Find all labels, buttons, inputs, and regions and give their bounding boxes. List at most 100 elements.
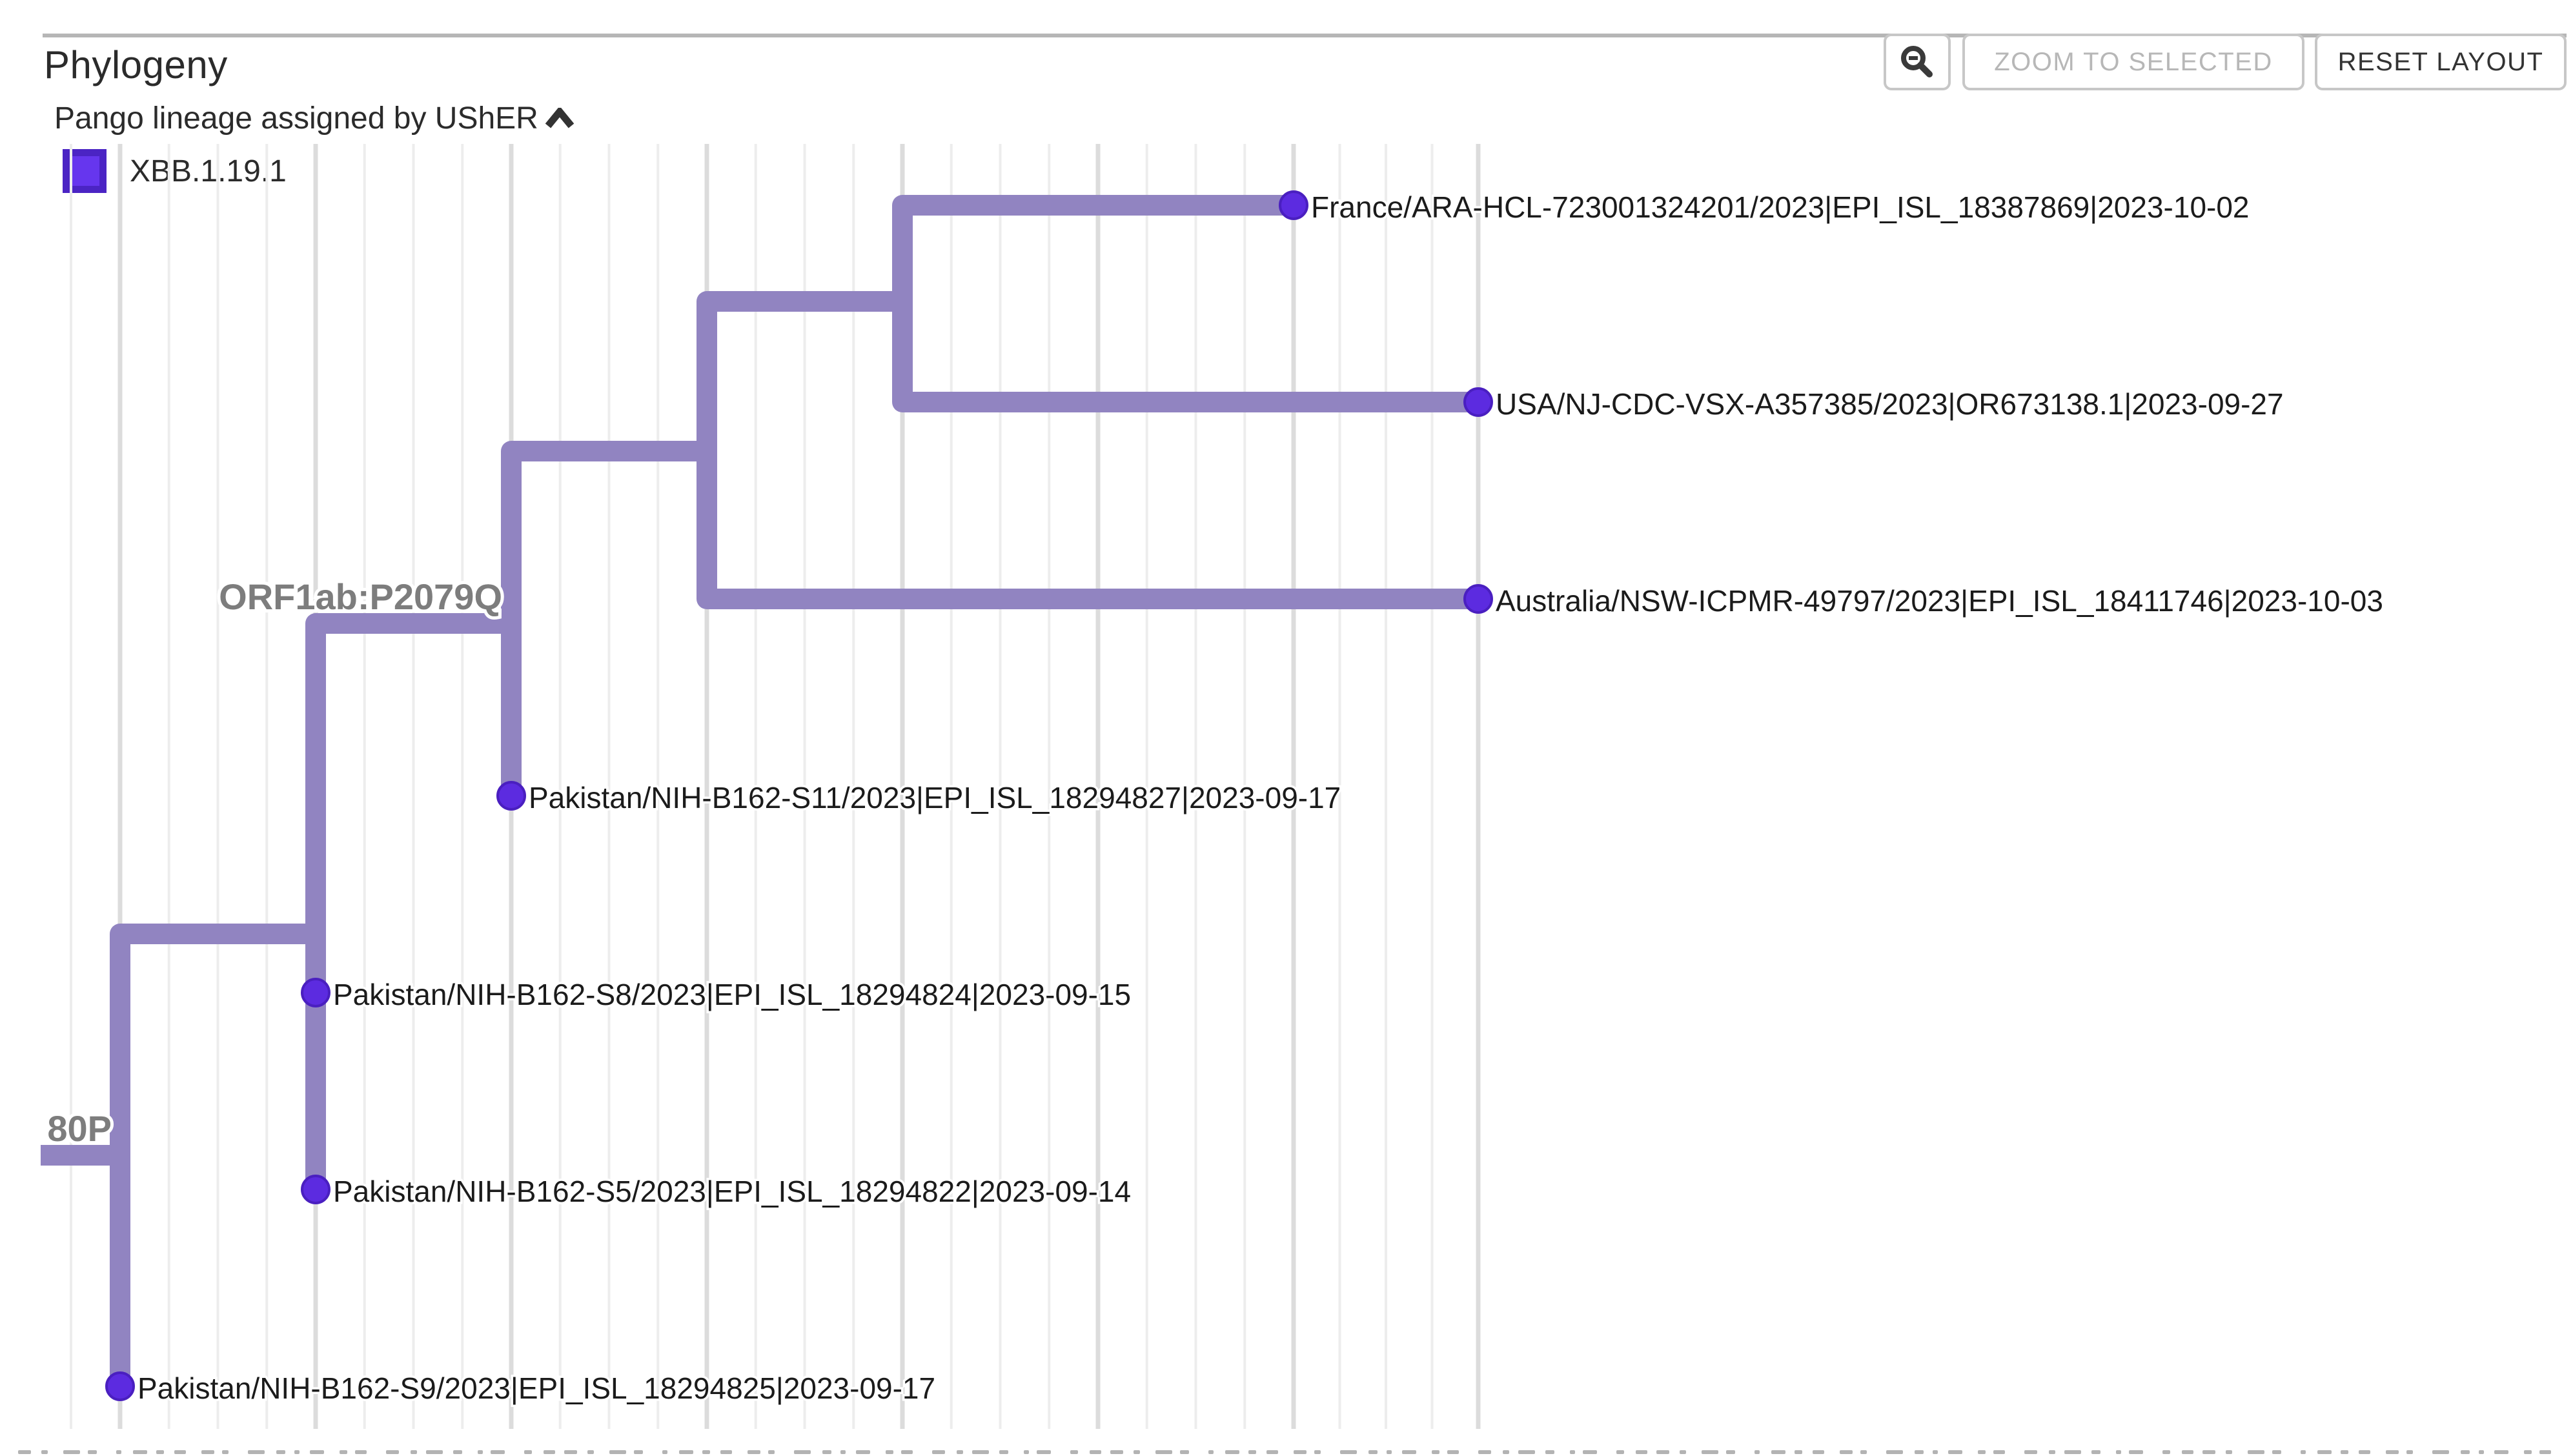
axis-tick-label-stub xyxy=(587,1450,594,1454)
axis-tick-label-stub xyxy=(2248,1450,2264,1454)
axis-tick-label-stub xyxy=(386,1450,399,1454)
axis-tick-label-stub xyxy=(1570,1450,1575,1454)
axis-tick-label-stub xyxy=(2494,1450,2508,1454)
axis-tick-label-stub xyxy=(116,1450,121,1454)
page-title: Phylogeny xyxy=(44,43,228,86)
axis-tick-label-stub xyxy=(932,1450,945,1454)
axis-tick-label-stub xyxy=(840,1450,846,1454)
axis-tick-label-stub xyxy=(1545,1450,1554,1454)
axis-tick-label-stub xyxy=(1656,1450,1669,1454)
axis-tick-label-stub xyxy=(856,1450,870,1454)
tree-branch[interactable] xyxy=(501,441,707,796)
tip-label: Pakistan/NIH-B162-S9/2023|EPI_ISL_182948… xyxy=(137,1371,935,1405)
axis-tick-label-stub xyxy=(133,1450,147,1454)
axis-tick-label-stub xyxy=(1915,1450,1924,1454)
axis-tick-label-stub xyxy=(340,1450,347,1454)
axis-tick-label-stub xyxy=(1978,1450,1986,1454)
axis-tick-label-stub xyxy=(2116,1450,2121,1454)
axis-tick-label-stub xyxy=(63,1450,80,1454)
axis-tick-label-stub xyxy=(2301,1450,2306,1454)
axis-tick-label-stub xyxy=(524,1450,532,1454)
axis-tick-label-stub xyxy=(1702,1450,1718,1454)
axis-tick-label-stub xyxy=(88,1450,97,1454)
axis-tick-label-stub xyxy=(1248,1450,1256,1454)
axis-tick-label-stub xyxy=(822,1450,831,1454)
axis-tick-label-stub xyxy=(1583,1450,1597,1454)
tree-branch[interactable] xyxy=(892,195,1478,412)
axis-tick-label-stub xyxy=(2162,1450,2170,1454)
axis-tick-label-stub xyxy=(1294,1450,1307,1454)
axis-tick-label-stub xyxy=(426,1450,443,1454)
tip-node-dot[interactable] xyxy=(1279,190,1308,220)
axis-tick-label-stub xyxy=(1503,1450,1509,1454)
axis-tick-label-stub xyxy=(1314,1450,1321,1454)
axis-tick-label-stub xyxy=(662,1450,667,1454)
axis-tick-label-stub xyxy=(544,1450,555,1454)
axis-tick-label-stub xyxy=(1090,1450,1101,1454)
tip-label: Pakistan/NIH-B162-S5/2023|EPI_ISL_182948… xyxy=(333,1175,1131,1208)
axis-tick-label-stub xyxy=(156,1450,164,1454)
axis-tick-label-stub xyxy=(1795,1450,1802,1454)
tip-node-dot[interactable] xyxy=(1463,584,1493,614)
axis-tick-label-stub xyxy=(2539,1450,2551,1454)
axis-tick-label-stub xyxy=(634,1450,643,1454)
axis-tick-label-stub xyxy=(248,1450,265,1454)
axis-tick-label-stub xyxy=(1037,1450,1051,1454)
axis-tick-label-stub xyxy=(1860,1450,1867,1454)
legend: XBB.1.19.1 xyxy=(63,149,287,193)
axis-tick-label-stub xyxy=(411,1450,417,1454)
axis-tick-label-stub xyxy=(2226,1450,2232,1454)
panel-top-border xyxy=(43,34,2567,37)
axis-tick-label-stub xyxy=(1134,1450,1140,1454)
tip-label: Pakistan/NIH-B162-S11/2023|EPI_ISL_18294… xyxy=(529,781,1341,814)
axis-tick-label-stub xyxy=(1993,1450,2005,1454)
zoom-to-selected-button[interactable]: ZOOM TO SELECTED xyxy=(1962,34,2304,90)
axis-tick-label-stub xyxy=(1933,1450,1938,1454)
axis-tick-label-stub xyxy=(276,1450,285,1454)
axis-tick-label-stub xyxy=(1478,1450,1491,1454)
zoom-out-button[interactable] xyxy=(1884,34,1951,90)
axis-tick-label-stub xyxy=(222,1450,229,1454)
axis-tick-label-stub xyxy=(491,1450,505,1454)
tip-label: USA/NJ-CDC-VSX-A357385/2023|OR673138.1|2… xyxy=(1496,387,2284,421)
chevron-up-icon[interactable] xyxy=(545,107,575,130)
axis-tick-label-stub xyxy=(679,1450,693,1454)
axis-tick-label-stub xyxy=(1771,1450,1785,1454)
axis-tick-label-stub xyxy=(1180,1450,1189,1454)
axis-tick-label-stub xyxy=(957,1450,963,1454)
axis-tick-label-stub xyxy=(1208,1450,1214,1454)
axis-tick-label-stub xyxy=(2129,1450,2143,1454)
axis-tick-label-stub xyxy=(2182,1450,2193,1454)
axis-tick-label-stub xyxy=(1110,1450,1123,1454)
axis-tick-label-stub xyxy=(1813,1450,1824,1454)
axis-tick-label-stub xyxy=(453,1450,462,1454)
axis-tick-label-stub xyxy=(747,1450,760,1454)
axis-tick-label-stub xyxy=(1432,1450,1439,1454)
axis-tick-label-stub xyxy=(609,1450,626,1454)
axis-tick-label-stub xyxy=(2386,1450,2399,1454)
axis-tick-label-stub xyxy=(1266,1450,1278,1454)
axis-tick-label-stub xyxy=(2272,1450,2281,1454)
tip-node-dot[interactable] xyxy=(301,978,331,1007)
tip-node-dot[interactable] xyxy=(1463,387,1493,417)
axis-tick-label-stub xyxy=(174,1450,186,1454)
axis-tick-label-stub xyxy=(2024,1450,2037,1454)
axis-tick-label-stub xyxy=(310,1450,324,1454)
axis-tick-label-stub xyxy=(2461,1450,2470,1454)
axis-tick-label-stub xyxy=(1886,1450,1903,1454)
tip-node-dot[interactable] xyxy=(301,1175,331,1204)
tip-node-dot[interactable] xyxy=(496,781,526,811)
axis-tick-label-stub xyxy=(1340,1450,1357,1454)
axis-tick-label-stub xyxy=(1840,1450,1853,1454)
axis-tick-label-stub xyxy=(1070,1450,1078,1454)
axis-tick-label-stub xyxy=(768,1450,775,1454)
tree-branch[interactable] xyxy=(110,924,316,1386)
tip-node-dot[interactable] xyxy=(105,1371,135,1401)
reset-layout-button[interactable]: RESET LAYOUT xyxy=(2315,34,2567,90)
axis-tick-label-stub xyxy=(2406,1450,2413,1454)
tree-branch[interactable] xyxy=(697,291,1478,609)
axis-tick-label-stub xyxy=(2432,1450,2449,1454)
branch-mutation-label: ORF1ab:P2079Q xyxy=(219,576,502,617)
tip-label: Pakistan/NIH-B162-S8/2023|EPI_ISL_182948… xyxy=(333,978,1131,1011)
